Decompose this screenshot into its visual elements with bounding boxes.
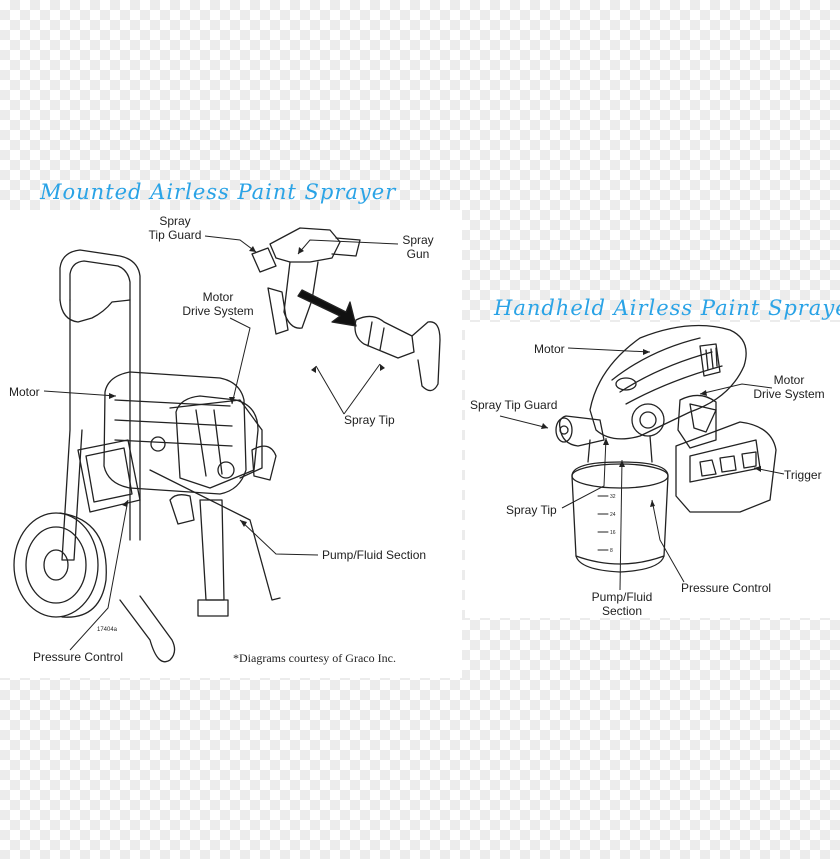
- mounted-label-motor: Motor: [9, 385, 40, 399]
- handheld-nozzle: [560, 416, 604, 446]
- handheld-sprayer-panel: [465, 322, 840, 618]
- motor-housing: [104, 372, 246, 494]
- diagram-credit: *Diagrams courtesy of Graco Inc.: [233, 651, 396, 665]
- svg-text:16: 16: [610, 530, 616, 536]
- handheld-sprayer-title: Handheld Airless Paint Sprayer: [494, 296, 840, 320]
- handheld-handle: [678, 395, 716, 448]
- handheld-label-pump-fluid-section: Pump/Fluid Section: [591, 590, 653, 618]
- handheld-motor-body: [590, 326, 746, 439]
- mounted-part-number: 17404a: [97, 627, 118, 633]
- mounted-label-spray-gun: Spray Gun: [402, 233, 434, 261]
- handheld-label-spray-tip: Spray Tip: [506, 503, 557, 517]
- handheld-label-motor: Motor: [534, 342, 565, 356]
- svg-text:8: 8: [610, 548, 613, 554]
- handheld-fluid-cup: [572, 462, 668, 572]
- cart-handle: [60, 250, 140, 540]
- mounted-label-spray-tip: Spray Tip: [344, 413, 395, 427]
- spray-tip-part: [355, 316, 414, 358]
- mounted-label-spray-tip-guard: Spray Tip Guard: [148, 214, 202, 242]
- handheld-label-spray-tip-guard: Spray Tip Guard: [470, 398, 558, 412]
- cart-wheel: [14, 513, 98, 617]
- mounted-label-motor-drive-system: Motor Drive System: [182, 290, 254, 318]
- handheld-label-trigger: Trigger: [784, 468, 822, 482]
- drive-housing: [176, 396, 258, 488]
- mounted-label-pressure-control: Pressure Control: [33, 650, 124, 664]
- svg-text:32: 32: [610, 494, 616, 500]
- handheld-battery: [676, 422, 776, 512]
- svg-text:24: 24: [610, 512, 616, 518]
- spray-gun: [270, 228, 340, 262]
- mounted-label-pump-fluid-section: Pump/Fluid Section: [322, 548, 427, 562]
- mounted-sprayer-panel: [0, 210, 462, 678]
- control-box: [78, 440, 140, 512]
- mounted-sprayer-title: Mounted Airless Paint Sprayer: [40, 180, 397, 204]
- handheld-label-motor-drive-system: Motor Drive System: [753, 373, 825, 401]
- handheld-label-pressure-control: Pressure Control: [681, 581, 772, 595]
